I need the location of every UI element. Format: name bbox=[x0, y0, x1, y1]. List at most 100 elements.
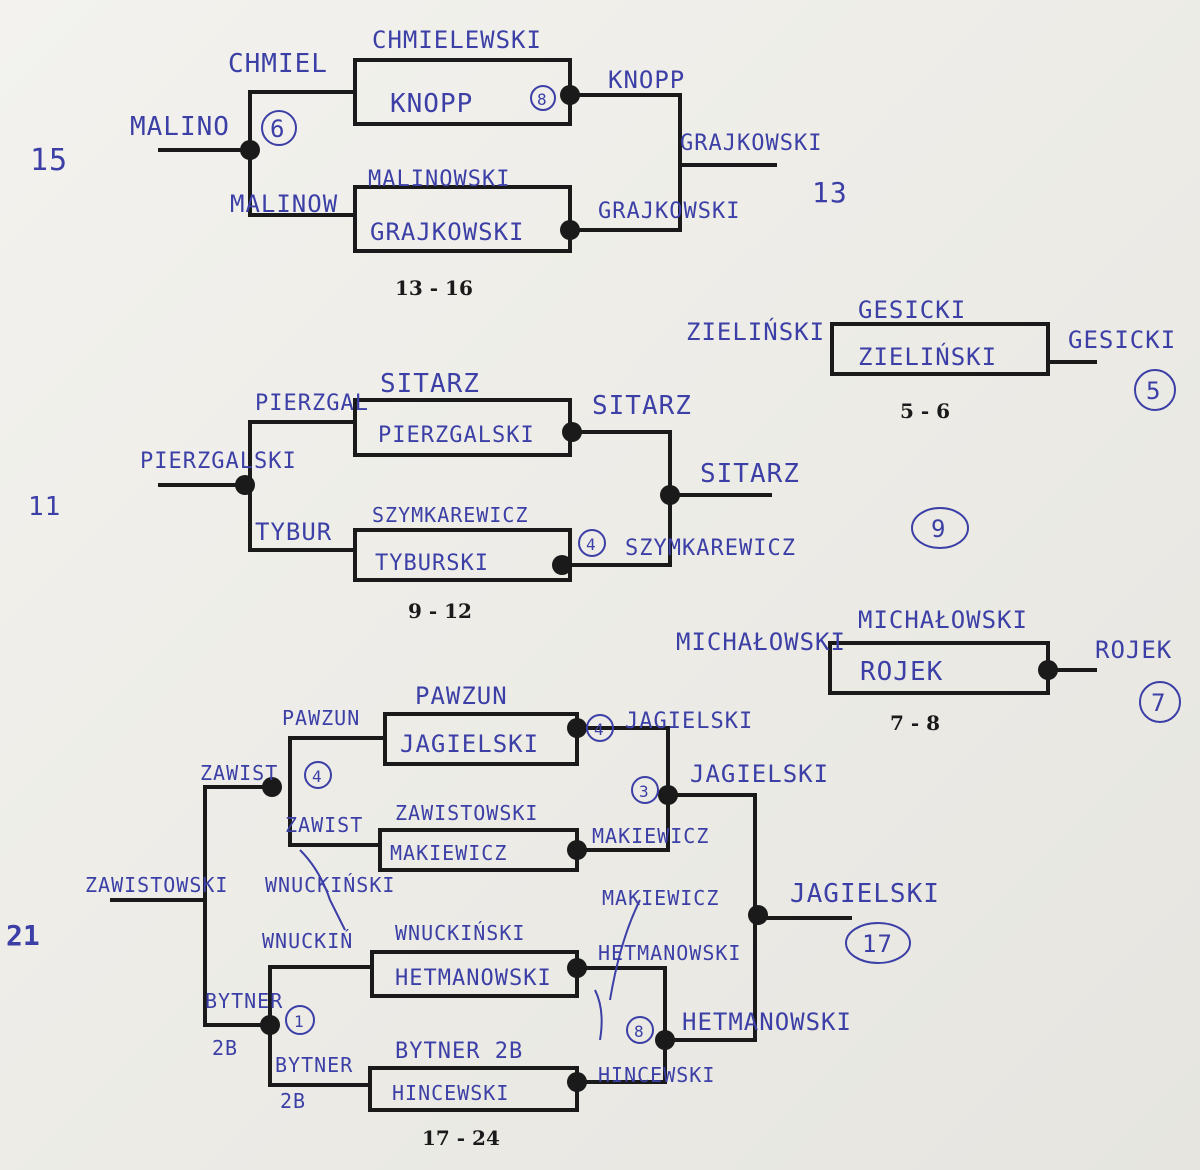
winner-dot bbox=[260, 1015, 280, 1035]
handwritten-name: HINCEWSKI bbox=[598, 1063, 715, 1087]
bracket-7-8: MICHAŁOWSKI MICHAŁOWSKI ROJEK ROJEK 7 7 … bbox=[676, 606, 1181, 735]
winner-dot bbox=[562, 422, 582, 442]
bracket-label: 17 - 24 bbox=[422, 1126, 500, 1150]
connector bbox=[575, 966, 667, 1084]
handwritten-name: CHMIELEWSKI bbox=[372, 26, 542, 54]
round-circle bbox=[1134, 369, 1176, 411]
handwritten-name: HETMANOWSKI bbox=[682, 1008, 852, 1036]
handwritten-name: JAGIELSKI bbox=[790, 879, 940, 909]
circle-number: 6 bbox=[270, 115, 285, 143]
handwritten-name: KNOPP bbox=[608, 66, 685, 94]
round-circle bbox=[530, 85, 556, 111]
connector bbox=[288, 736, 387, 847]
handwritten-name: PIERZGALSKI bbox=[378, 423, 535, 448]
round-circle bbox=[578, 529, 606, 557]
handwritten-name: PIERZGALSKI bbox=[140, 449, 297, 474]
handwritten-name: PIERZGAL bbox=[255, 391, 369, 416]
handwritten-name: GESICKI bbox=[1068, 326, 1176, 354]
winner-dot bbox=[560, 85, 580, 105]
pen-stroke bbox=[299, 849, 346, 931]
handwritten-name: SZYMKAREWICZ bbox=[372, 503, 529, 527]
side-mark: 13 bbox=[812, 176, 848, 209]
handwritten-name: MAKIEWICZ bbox=[390, 841, 507, 865]
handwritten-name: JAGIELSKI bbox=[400, 730, 539, 758]
handwritten-name: WNUCKIŃSKI bbox=[265, 873, 395, 897]
winner-dot bbox=[552, 555, 572, 575]
handwritten-name: ZIELIŃSKI bbox=[686, 317, 825, 346]
handwritten-name: TYBUR bbox=[255, 518, 332, 546]
handwritten-name: ROJEK bbox=[1095, 636, 1172, 664]
handwritten-name: SITARZ bbox=[592, 391, 692, 421]
handwritten-name: 2B bbox=[212, 1036, 238, 1060]
round-circle bbox=[261, 110, 297, 146]
winner-dot bbox=[567, 1072, 587, 1092]
round-circle bbox=[1139, 681, 1181, 723]
match-box-bottom bbox=[353, 528, 572, 582]
circle-number: 17 bbox=[862, 930, 893, 958]
pen-stroke bbox=[609, 899, 641, 1001]
circle-number: 8 bbox=[537, 90, 548, 109]
side-mark: 15 bbox=[30, 143, 68, 178]
handwritten-name: MALINOW bbox=[230, 190, 338, 218]
connector bbox=[203, 785, 274, 1027]
handwritten-name: GRAJKOWSKI bbox=[370, 218, 525, 246]
handwritten-name: PAWZUN bbox=[415, 682, 508, 710]
round-circle bbox=[626, 1016, 654, 1044]
handwritten-name: WNUCKIŃ bbox=[262, 929, 353, 953]
handwritten-name: ROJEK bbox=[860, 657, 943, 687]
handwritten-name: JAGIELSKI bbox=[690, 760, 829, 788]
handwritten-name: TYBURSKI bbox=[375, 551, 489, 576]
winner-dot bbox=[560, 220, 580, 240]
winner-dot bbox=[567, 718, 587, 738]
side-mark: 11 bbox=[28, 492, 61, 522]
circle-number: 3 bbox=[639, 782, 650, 801]
handwritten-name: MALINOWSKI bbox=[368, 167, 510, 192]
winner-dot bbox=[1038, 660, 1058, 680]
bracket-label: 13 - 16 bbox=[395, 276, 473, 300]
handwritten-name: WNUCKIŃSKI bbox=[395, 921, 525, 945]
match-box bbox=[830, 322, 1050, 376]
right-connector bbox=[568, 93, 682, 232]
pen-stroke bbox=[594, 989, 603, 1041]
winner-dot bbox=[235, 475, 255, 495]
round-circle bbox=[304, 761, 332, 789]
bracket-5-6: ZIELIŃSKI GESICKI ZIELIŃSKI GESICKI 5 5 … bbox=[686, 296, 1176, 423]
handwritten-name: SITARZ bbox=[380, 369, 480, 399]
bracket-label: 9 - 12 bbox=[408, 599, 472, 623]
handwritten-name: ZAWISTOWSKI bbox=[395, 801, 538, 825]
bracket-label: 7 - 8 bbox=[890, 711, 940, 735]
handwritten-name: MALINO bbox=[130, 112, 230, 142]
handwritten-name: BYTNER 2B bbox=[395, 1039, 523, 1064]
round-circle bbox=[911, 507, 969, 549]
round-circle bbox=[285, 1005, 315, 1035]
handwritten-name: MICHAŁOWSKI bbox=[858, 606, 1028, 634]
bracket-17-24: 21 PAWZUN PAWZUN JAGIELSKI 4 JAGIELSKI Z… bbox=[6, 682, 940, 1150]
handwritten-name: MAKIEWICZ bbox=[592, 824, 709, 848]
round-circle bbox=[631, 776, 659, 804]
bracket-9-12: 11 PIERZGAL SITARZ PIERZGALSKI SITARZ PI… bbox=[28, 369, 969, 623]
winner-dot bbox=[655, 1030, 675, 1050]
handwritten-name: PAWZUN bbox=[282, 706, 360, 730]
circle-number: 4 bbox=[586, 535, 597, 554]
handwritten-name: SITARZ bbox=[700, 459, 800, 489]
circle-number: 8 bbox=[634, 1022, 645, 1041]
handwritten-name: ZAWIST bbox=[285, 813, 363, 837]
round-circle bbox=[845, 922, 911, 964]
handwritten-name: ZAWISTOWSKI bbox=[85, 873, 228, 897]
winner-dot bbox=[262, 777, 282, 797]
handwritten-name: HINCEWSKI bbox=[392, 1081, 509, 1105]
handwritten-name: CHMIEL bbox=[228, 49, 328, 79]
handwritten-name: GRAJKOWSKI bbox=[598, 199, 740, 224]
winner-dot bbox=[660, 485, 680, 505]
handwritten-name: MAKIEWICZ bbox=[602, 886, 719, 910]
circle-number: 1 bbox=[294, 1012, 305, 1031]
circle-number: 5 bbox=[1146, 377, 1161, 405]
winner-dot bbox=[567, 958, 587, 978]
handwritten-name: ZAWIST bbox=[200, 761, 278, 785]
handwritten-name: MICHAŁOWSKI bbox=[676, 628, 846, 656]
handwritten-name: HETMANOWSKI bbox=[395, 966, 552, 991]
handwritten-name: KNOPP bbox=[390, 89, 473, 119]
handwritten-name: BYTNER bbox=[205, 989, 283, 1013]
